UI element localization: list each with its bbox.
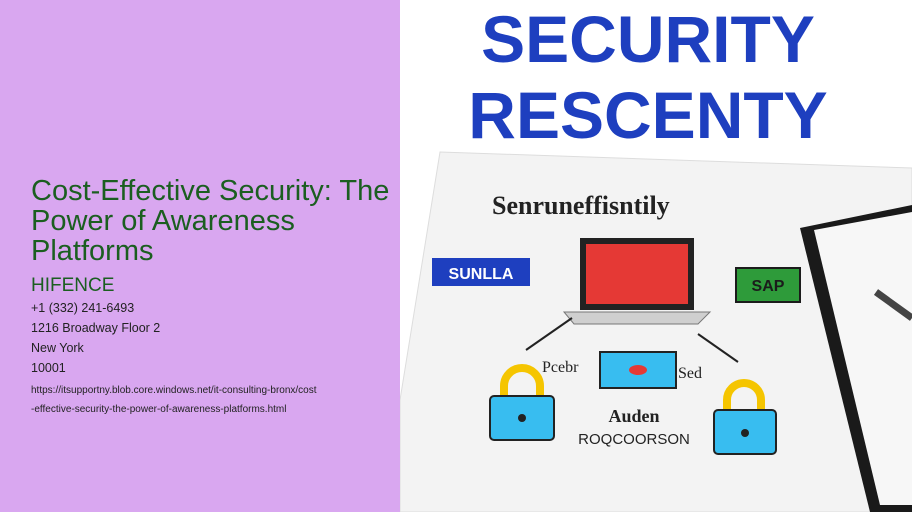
connector-line-left — [525, 317, 573, 351]
company-name: HIFENCE — [31, 275, 115, 296]
source-link[interactable]: https://itsupportny.blob.core.windows.ne… — [31, 381, 371, 419]
illustration-panel: SECURITY RESCENTY Senruneffisntily SUNLL… — [400, 0, 912, 512]
headline-line1: SECURITY — [481, 2, 815, 76]
label-right: Sed — [678, 365, 702, 382]
headline-line2: RESCENTY — [468, 78, 827, 152]
source-link-line2[interactable]: -effective-security-the-power-of-awarene… — [31, 404, 287, 415]
right-padlock-keyhole — [741, 429, 749, 437]
laptop-base — [562, 311, 712, 325]
zip-code: 10001 — [31, 361, 66, 375]
security-illustration: SECURITY RESCENTY Senruneffisntily SUNLL… — [400, 2, 912, 512]
left-padlock-keyhole — [518, 414, 526, 422]
notebook-page — [814, 212, 912, 505]
right-badge-icon — [735, 267, 801, 303]
laptop-screen — [586, 244, 688, 304]
city: New York — [31, 341, 84, 355]
left-badge-label: SUNLLA — [449, 266, 514, 283]
page-title: Cost-Effective Security: The Power of Aw… — [31, 175, 390, 267]
card-heading: Senruneffisntily — [492, 191, 670, 220]
phone-number: +1 (332) 241-6493 — [31, 301, 135, 315]
address-line: 1216 Broadway Floor 2 — [31, 321, 161, 335]
source-link-line1[interactable]: https://itsupportny.blob.core.windows.ne… — [31, 385, 317, 396]
right-padlock-shackle — [723, 379, 765, 410]
left-badge-icon — [432, 258, 530, 286]
center-monitor-dot — [629, 365, 647, 375]
right-badge-label: SAP — [752, 278, 785, 295]
pen-icon — [873, 289, 912, 321]
center-label: Auden — [608, 406, 659, 426]
info-panel: Cost-Effective Security: The Power of Aw… — [0, 0, 400, 512]
left-padlock-shackle — [500, 364, 544, 396]
connector-line-right — [697, 333, 739, 363]
bottom-label: ROQCOORSON — [578, 431, 690, 448]
label-left: Pcebr — [542, 359, 579, 376]
